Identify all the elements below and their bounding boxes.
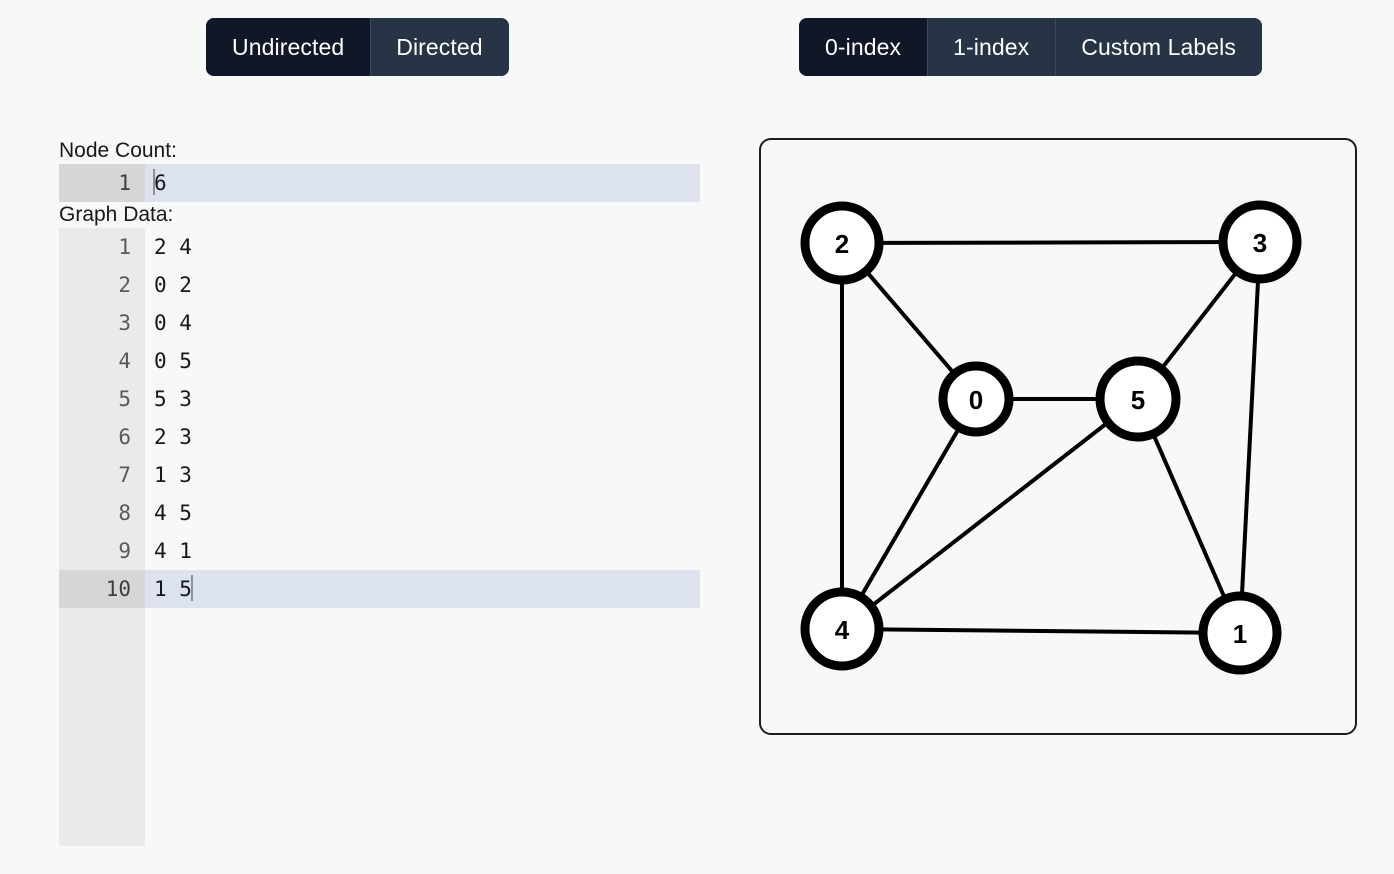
graph-node-circle[interactable] bbox=[938, 361, 1014, 437]
line-number: 10 bbox=[59, 570, 145, 608]
graph-node[interactable]: 5 bbox=[1095, 356, 1181, 442]
line-content[interactable]: 0 5 bbox=[154, 349, 192, 373]
code-line[interactable]: 7 1 3 bbox=[59, 456, 700, 494]
gutter-filler bbox=[59, 608, 145, 846]
line-content[interactable]: 4 5 bbox=[154, 501, 192, 525]
graph-node[interactable]: 0 bbox=[938, 361, 1014, 437]
code-line[interactable]: 9 4 1 bbox=[59, 532, 700, 570]
graph-edge bbox=[840, 627, 1242, 635]
code-line[interactable]: 5 5 3 bbox=[59, 380, 700, 418]
graph-data-label: Graph Data: bbox=[59, 203, 174, 226]
code-line[interactable]: 6 2 3 bbox=[59, 418, 700, 456]
graph-node-label: 5 bbox=[1131, 385, 1145, 415]
graph-edge bbox=[1238, 240, 1262, 635]
line-number: 5 bbox=[59, 380, 145, 418]
index-mode-toggle: 0-index 1-index Custom Labels bbox=[799, 18, 1262, 76]
graph-node-label: 4 bbox=[835, 615, 850, 645]
line-number: 3 bbox=[59, 304, 145, 342]
text-caret bbox=[190, 575, 193, 601]
graph-canvas[interactable]: 0 1 2 3 4 5 bbox=[761, 140, 1355, 733]
graph-node-circle[interactable] bbox=[800, 587, 884, 671]
line-content[interactable]: 4 1 bbox=[154, 539, 192, 563]
graph-node-circle[interactable] bbox=[800, 201, 884, 285]
line-content[interactable]: 6 bbox=[145, 164, 700, 202]
node-count-label: Node Count: bbox=[59, 139, 177, 162]
index-mode-option-0-index[interactable]: 0-index bbox=[799, 18, 928, 76]
line-number: 2 bbox=[59, 266, 145, 304]
line-number: 6 bbox=[59, 418, 145, 456]
line-content[interactable]: 1 3 bbox=[154, 463, 192, 487]
line-content[interactable]: 5 3 bbox=[154, 387, 192, 411]
graph-node-label: 2 bbox=[835, 229, 849, 259]
line-number: 1 bbox=[59, 164, 145, 202]
graph-node-label: 0 bbox=[969, 385, 983, 415]
code-line[interactable]: 2 0 2 bbox=[59, 266, 700, 304]
index-mode-option-custom-labels[interactable]: Custom Labels bbox=[1055, 18, 1262, 76]
graph-node[interactable]: 3 bbox=[1218, 200, 1302, 284]
graph-type-option-directed[interactable]: Directed bbox=[370, 18, 509, 76]
text-caret bbox=[153, 169, 155, 195]
line-content[interactable]: 2 3 bbox=[154, 425, 192, 449]
code-line[interactable]: 3 0 4 bbox=[59, 304, 700, 342]
graph-node[interactable]: 1 bbox=[1198, 591, 1282, 675]
edge-layer bbox=[840, 240, 1262, 635]
graph-node-circle[interactable] bbox=[1095, 356, 1181, 442]
graph-edge bbox=[840, 240, 1262, 245]
graph-node-circle[interactable] bbox=[1198, 591, 1282, 675]
graph-visualization-panel[interactable]: 0 1 2 3 4 5 bbox=[759, 138, 1357, 735]
graph-type-option-undirected[interactable]: Undirected bbox=[206, 18, 371, 76]
graph-edge bbox=[840, 397, 978, 631]
index-mode-option-1-index[interactable]: 1-index bbox=[927, 18, 1056, 76]
graph-node-label: 3 bbox=[1253, 228, 1267, 258]
code-line[interactable]: 1 2 4 bbox=[59, 228, 700, 266]
line-number: 4 bbox=[59, 342, 145, 380]
code-line[interactable]: 4 0 5 bbox=[59, 342, 700, 380]
graph-node-circle[interactable] bbox=[1218, 200, 1302, 284]
node-layer: 0 1 2 3 4 5 bbox=[800, 200, 1302, 675]
graph-type-toggle: Undirected Directed bbox=[206, 18, 509, 76]
graph-edge bbox=[840, 397, 1140, 631]
line-number: 7 bbox=[59, 456, 145, 494]
graph-node[interactable]: 2 bbox=[800, 201, 884, 285]
line-number: 1 bbox=[59, 228, 145, 266]
line-number: 9 bbox=[59, 532, 145, 570]
graph-edge bbox=[1136, 397, 1242, 635]
line-content[interactable]: 0 4 bbox=[154, 311, 192, 335]
code-line[interactable]: 8 4 5 bbox=[59, 494, 700, 532]
line-number: 8 bbox=[59, 494, 145, 532]
line-content[interactable]: 2 4 bbox=[154, 235, 192, 259]
graph-node-label: 1 bbox=[1233, 619, 1247, 649]
line-content[interactable]: 0 2 bbox=[154, 273, 192, 297]
line-content[interactable]: 1 5 bbox=[145, 570, 700, 608]
graph-node[interactable]: 4 bbox=[800, 587, 884, 671]
